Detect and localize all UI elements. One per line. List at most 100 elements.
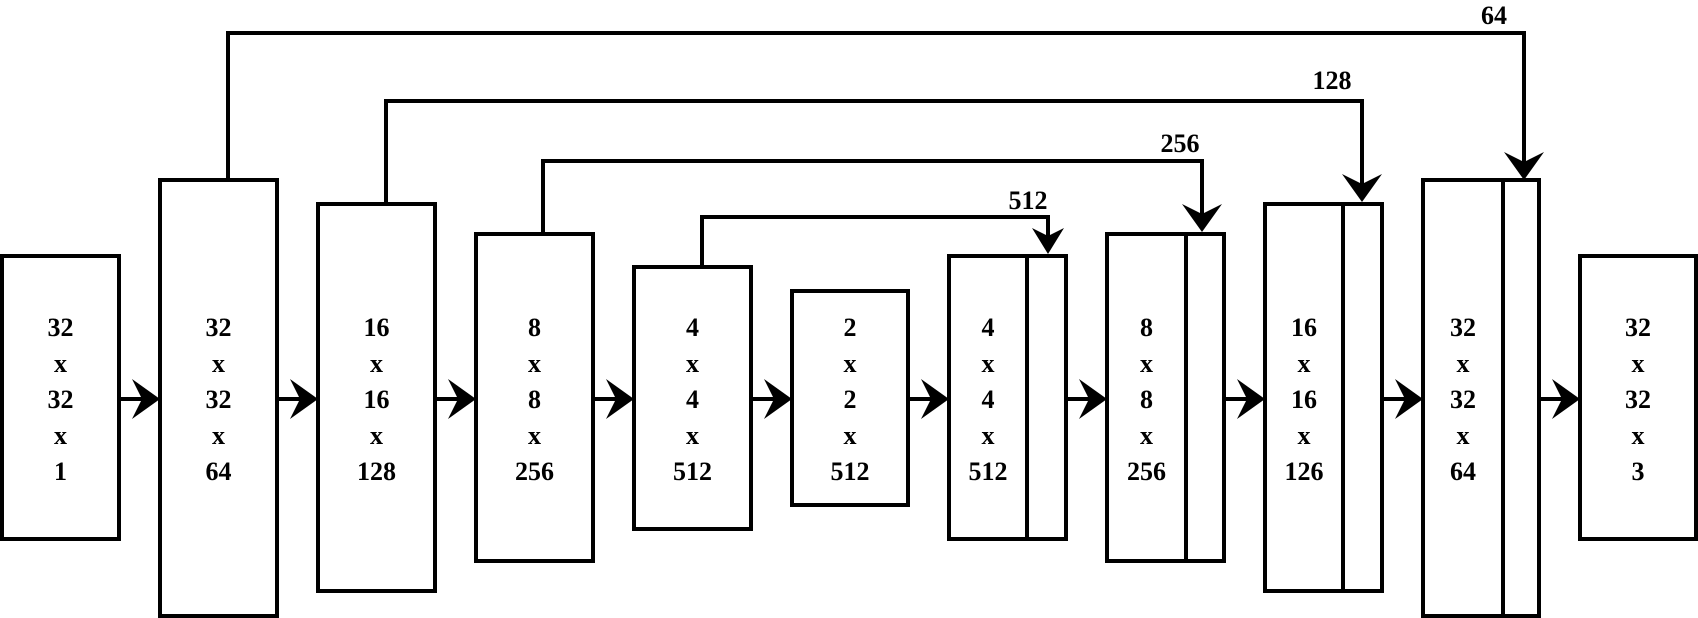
block-dimension-text: 3: [1632, 457, 1645, 486]
feature-block-rect: [474, 232, 595, 563]
block-dimension-text: 32: [48, 313, 74, 342]
forward-arrow-7: [1066, 379, 1107, 419]
feature-block-rect: [947, 254, 1068, 541]
block-dimension-text: 256: [1127, 457, 1166, 486]
skip-arrowhead-64: [1504, 152, 1544, 180]
block-dimension-text: x: [212, 421, 225, 450]
block-dimension-text: 512: [969, 457, 1008, 486]
forward-arrowhead: [764, 379, 792, 419]
forward-arrowhead: [606, 379, 634, 419]
block-dimension-text: 1: [54, 457, 67, 486]
block-dimension-text: x: [982, 421, 995, 450]
block-dimension-text: 32: [206, 313, 232, 342]
forward-arrow-9: [1382, 379, 1423, 419]
block-dimension-text: 4: [982, 313, 995, 342]
block-dimension-text: 8: [1140, 385, 1153, 414]
block-dimension-text: 32: [1450, 385, 1476, 414]
block-dimension-text: x: [686, 349, 699, 378]
block-dimension-text: 32: [1625, 313, 1651, 342]
skip-line-64: [226, 31, 1526, 178]
forward-arrowhead: [1395, 379, 1423, 419]
block-dimension-text: 32: [1625, 385, 1651, 414]
block-dimension-text: x: [1632, 349, 1645, 378]
block-dimension-text: 16: [1291, 385, 1317, 414]
block-dimension-text: 256: [515, 457, 554, 486]
block-dimension-text: x: [1298, 421, 1311, 450]
forward-arrow-10: [1539, 379, 1580, 419]
block-dimension-text: 32: [206, 385, 232, 414]
feature-block-9: 16 x 16 x 126: [1263, 202, 1384, 593]
feature-block-1: 32 x 32 x 1: [0, 254, 121, 541]
block-dimension-text: x: [1298, 349, 1311, 378]
forward-arrow-5: [751, 379, 792, 419]
block-dimension-text: 512: [831, 457, 870, 486]
feature-block-7: 4 x 4 x 512: [947, 254, 1068, 541]
block-dimension-text: x: [54, 349, 67, 378]
block-dimension-text: 128: [357, 457, 396, 486]
forward-arrow-1: [119, 379, 160, 419]
block-dimension-text: 4: [686, 313, 699, 342]
feature-block-rect: [1578, 254, 1698, 541]
block-dimension-text: 126: [1285, 457, 1324, 486]
feature-block-rect: [0, 254, 121, 541]
block-dimension-text: 16: [364, 313, 390, 342]
skip-label-64: 64: [1481, 1, 1507, 30]
block-dimension-text: 16: [364, 385, 390, 414]
feature-block-rect: [1421, 178, 1541, 618]
forward-arrowhead: [448, 379, 476, 419]
forward-arrowhead: [1237, 379, 1265, 419]
block-dimension-text: x: [844, 349, 857, 378]
skip-label-512: 512: [1009, 186, 1048, 215]
forward-arrow-4: [593, 379, 634, 419]
block-dimension-text: 4: [686, 385, 699, 414]
skip-line-128: [384, 99, 1364, 203]
skip-label-256: 256: [1161, 129, 1200, 158]
block-dimension-text: x: [1632, 421, 1645, 450]
block-dimension-text: x: [1457, 349, 1470, 378]
block-dimension-text: x: [212, 349, 225, 378]
feature-block-rect: [316, 202, 437, 593]
block-dimension-text: x: [528, 421, 541, 450]
skip-connections: 64 128 256 512: [226, 1, 1544, 266]
block-dimension-text: 8: [528, 385, 541, 414]
block-dimension-text: 2: [844, 313, 857, 342]
block-dimension-text: x: [1457, 421, 1470, 450]
forward-arrow-3: [435, 379, 476, 419]
block-dimension-text: x: [1140, 421, 1153, 450]
forward-arrowhead: [1552, 379, 1580, 419]
feature-block-6: 2 x 2 x 512: [790, 289, 910, 507]
skip-arrowhead-256: [1182, 204, 1222, 232]
block-dimension-text: x: [686, 421, 699, 450]
forward-arrowhead: [1079, 379, 1107, 419]
block-dimension-text: x: [370, 349, 383, 378]
feature-block-rect: [1263, 202, 1384, 593]
block-dimension-text: 32: [48, 385, 74, 414]
skip-line-512: [700, 215, 1050, 266]
block-dimension-text: x: [844, 421, 857, 450]
forward-arrow-6: [908, 379, 949, 419]
skip-arrowhead-128: [1342, 174, 1382, 202]
skip-arrowhead-512: [1032, 228, 1064, 254]
forward-arrow-2: [277, 379, 318, 419]
block-dimension-text: 4: [982, 385, 995, 414]
forward-arrows: [119, 379, 1580, 419]
forward-arrowhead: [290, 379, 318, 419]
block-dimension-text: 2: [844, 385, 857, 414]
skip-label-128: 128: [1313, 66, 1352, 95]
block-dimension-text: 16: [1291, 313, 1317, 342]
forward-arrowhead: [132, 379, 160, 419]
feature-block-rect: [790, 289, 910, 507]
block-dimension-text: x: [54, 421, 67, 450]
block-dimension-text: 64: [1450, 457, 1476, 486]
block-dimension-text: x: [528, 349, 541, 378]
feature-block-rect: [632, 265, 753, 531]
skip-line-256: [541, 159, 1204, 233]
block-dimension-text: x: [982, 349, 995, 378]
forward-arrow-8: [1224, 379, 1265, 419]
